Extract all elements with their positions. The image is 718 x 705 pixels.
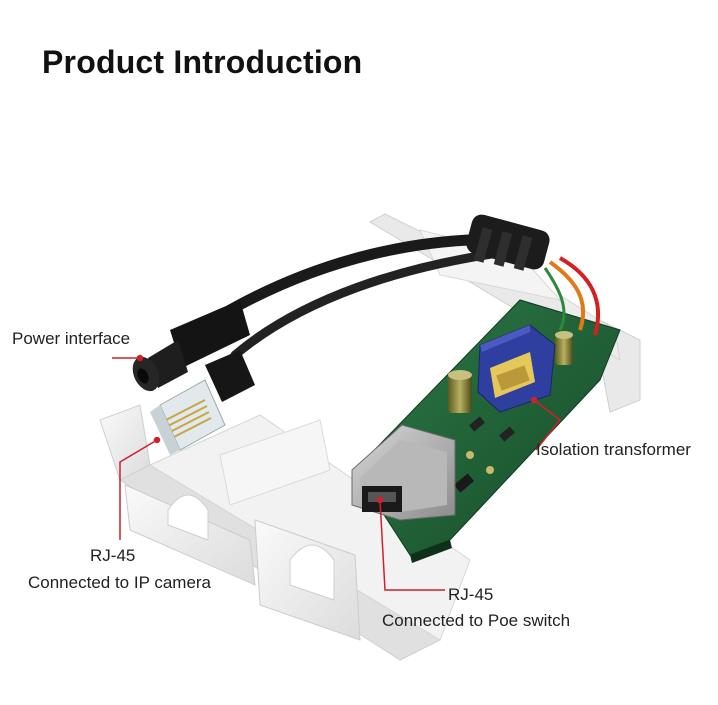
wires xyxy=(543,256,601,336)
label-rj45-poe: RJ-45 xyxy=(448,585,494,604)
label-power-interface: Power interface xyxy=(12,329,131,348)
leader-rj45-camera xyxy=(119,439,158,540)
leader-rj45-poe xyxy=(379,499,445,591)
leader-isolation xyxy=(533,399,562,451)
rj45-jack xyxy=(351,424,456,521)
label-connected-ip-camera: Connected to IP camera xyxy=(28,573,212,592)
isolation-transformer xyxy=(477,324,556,413)
dc-power-plug xyxy=(132,300,250,392)
page-title: Product Introduction xyxy=(42,44,363,80)
label-isolation-transformer: Isolation transformer xyxy=(536,440,691,459)
capacitors xyxy=(448,331,573,413)
label-connected-poe-switch: Connected to Poe switch xyxy=(382,611,571,630)
leader-lines xyxy=(112,354,562,591)
label-rj45-camera: RJ-45 xyxy=(90,546,136,565)
rj45-plug xyxy=(150,350,255,455)
cables xyxy=(224,214,550,360)
